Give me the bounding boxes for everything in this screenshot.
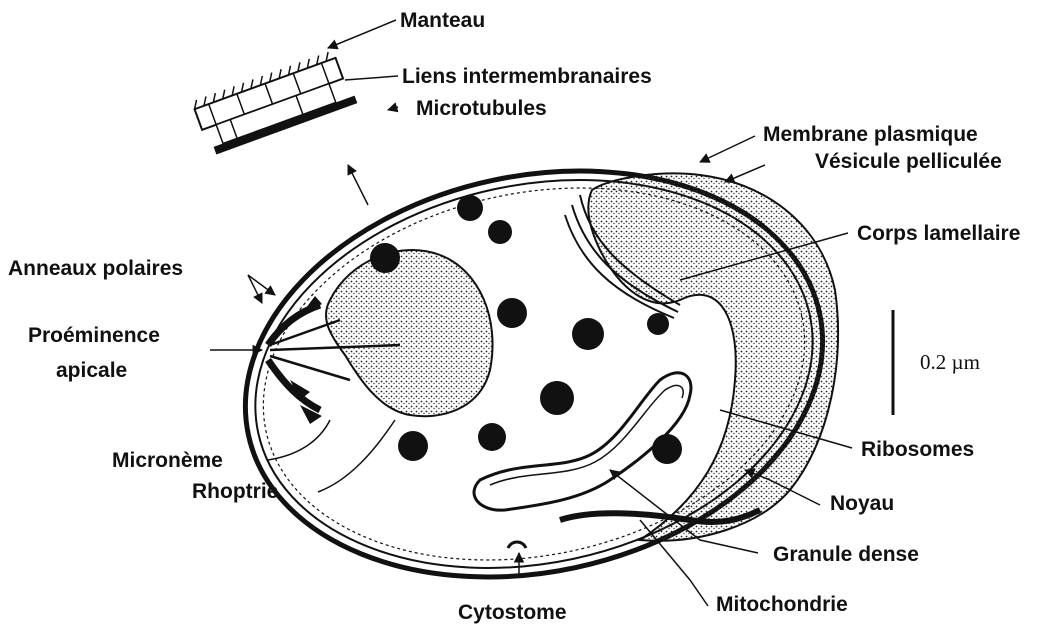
label-membrane-plasmique: Membrane plasmique [763,123,978,146]
label-scale: 0.2 µm [920,350,980,374]
label-microneme: Micronème [112,449,223,472]
label-granule-dense: Granule dense [773,543,919,566]
label-cytostome: Cytostome [458,601,567,624]
rhoptry [326,250,493,416]
label-liens-intermembranaires: Liens intermembranaires [402,65,652,88]
label-rhoptrie: Rhoptrie [192,480,278,503]
label-noyau: Noyau [830,492,894,515]
cytostome-notch [508,542,526,548]
lamellar-body [588,173,838,540]
label-corps-lamellaire: Corps lamellaire [857,222,1020,245]
label-anneaux-polaires: Anneaux polaires [8,257,183,280]
label-mitochondrie: Mitochondrie [716,593,848,616]
inset-pointer-arrow [348,165,368,205]
label-ribosomes: Ribosomes [861,438,974,461]
label-apicale: apicale [56,359,127,382]
label-proeminence: Proéminence [28,324,160,347]
label-manteau: Manteau [400,9,485,32]
pellicle-inset [192,49,357,157]
label-microtubules: Microtubules [416,97,547,120]
label-vesicule-pelliculee: Vésicule pelliculée [815,150,1002,173]
